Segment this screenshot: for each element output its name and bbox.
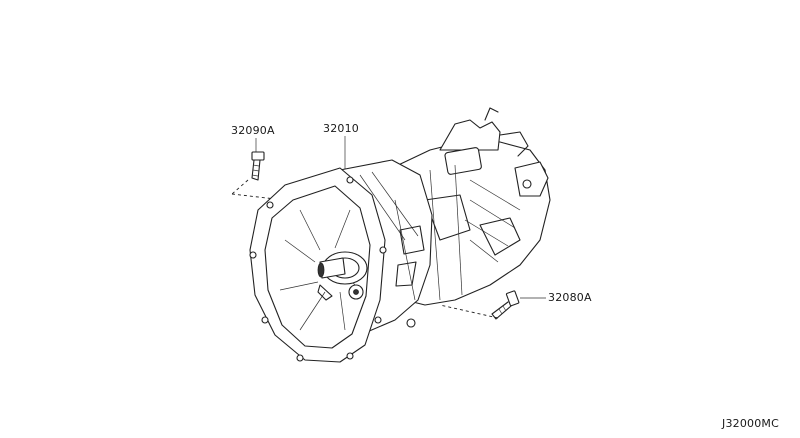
- diagram-code: J32000MC: [722, 417, 780, 430]
- part-label-32080a: 32080A: [548, 291, 592, 304]
- part-label-32010: 32010: [323, 122, 359, 135]
- part-label-32090a: 32090A: [231, 124, 275, 137]
- transmission-assembly-icon: [249, 107, 551, 363]
- bolt-32080a-icon: [491, 290, 520, 320]
- bolt-32090a-icon: [251, 151, 265, 181]
